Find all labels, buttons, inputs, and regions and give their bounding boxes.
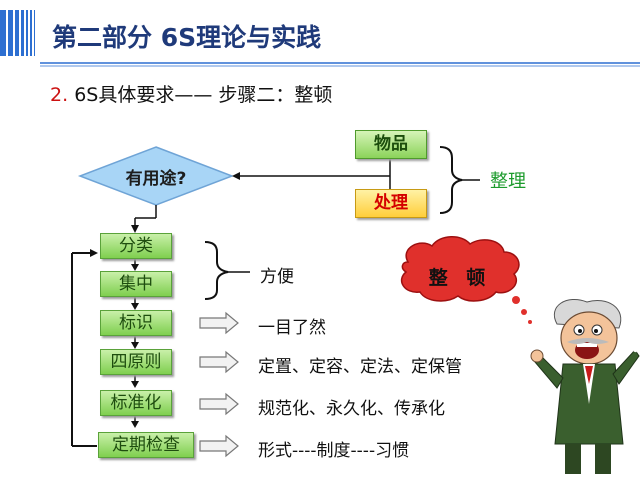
desc-form-system-habit: 形式----制度----习惯 — [258, 441, 410, 461]
cartoon-figure-icon — [530, 298, 640, 474]
step-standardize: 标准化 — [100, 390, 172, 416]
step-classify: 分类 — [100, 233, 172, 259]
step-concentrate: 集中 — [100, 271, 172, 297]
desc-at-a-glance: 一目了然 — [258, 318, 326, 338]
step-periodic-check: 定期检查 — [98, 432, 194, 458]
decision-question: 有用途? — [125, 169, 187, 189]
slide-title: 第二部分 6S理论与实践 — [52, 23, 322, 52]
subtitle-text: 6S具体要求—— 步骤二：整顿 — [74, 84, 333, 106]
subtitle-number: 2. — [50, 84, 69, 106]
desc-standardization: 规范化、永久化、传承化 — [258, 399, 445, 419]
desc-convenient: 方便 — [260, 267, 294, 287]
sort-label: 整理 — [490, 171, 526, 192]
handle-box: 处理 — [355, 189, 427, 218]
cloud-label: 整 顿 — [428, 267, 492, 289]
desc-four-rules: 定置、定容、定法、定保管 — [258, 357, 462, 377]
slide-subtitle: 2. 6S具体要求—— 步骤二：整顿 — [50, 80, 332, 107]
step-four-principles: 四原则 — [100, 349, 172, 375]
items-box: 物品 — [355, 130, 427, 159]
step-label: 标识 — [100, 310, 172, 336]
